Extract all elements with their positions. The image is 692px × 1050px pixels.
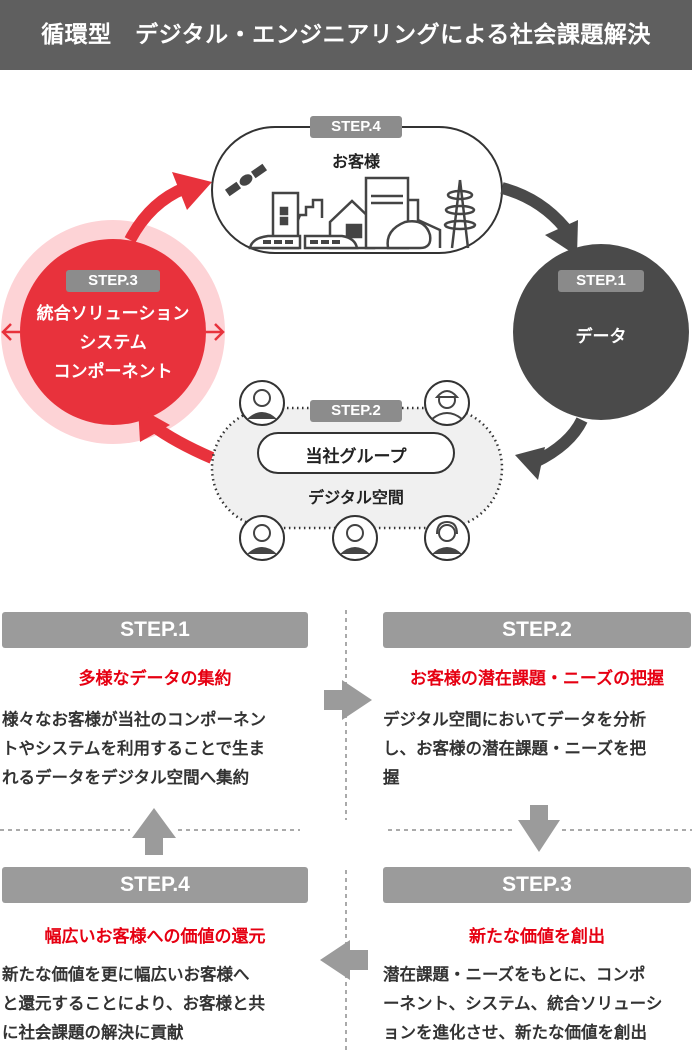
text-line: 様々なお客様が当社のコンポーネン [2, 710, 266, 729]
person-icon [332, 515, 378, 561]
text-line: れるデータをデジタル空間へ集約 [2, 768, 250, 787]
satellite-icon [224, 163, 268, 197]
text-line: デジタル空間においてデータを分析 [383, 710, 647, 729]
text-line: ーネント、システム、統合ソリューシ [383, 994, 663, 1013]
step-heading: STEP.4 [2, 867, 308, 903]
arrow-right-icon [324, 680, 372, 720]
step2-tag: STEP.2 [310, 400, 402, 422]
text-line: 新たな価値を更に幅広いお客様へ [2, 965, 250, 984]
group-label: 当社グループ [305, 447, 407, 467]
arrow-up-icon [132, 808, 176, 855]
city-skyline-icon [248, 176, 477, 250]
arrow-step4-to-step1 [500, 182, 570, 232]
step-description: 潜在課題・ニーズをもとに、コンポ ーネント、システム、統合ソリューシ ョンを進化… [383, 960, 692, 1047]
arrow-head-icon [515, 447, 545, 480]
arrow-head-icon [172, 172, 212, 210]
person-icon [239, 380, 285, 426]
operator-icon [424, 515, 470, 561]
text-line: と還元することにより、お客様と共 [2, 994, 266, 1013]
step3-label: 統合ソリューション システム コンポーネント [20, 300, 206, 387]
step-heading: STEP.3 [383, 867, 691, 903]
arrow-step3-to-step4 [124, 182, 188, 243]
text-line: 握 [383, 768, 400, 787]
step2-label: デジタル空間 [308, 488, 404, 507]
step3-line: システム [79, 333, 147, 353]
step-subtitle: お客様の潜在課題・ニーズの把握 [409, 669, 665, 689]
text-line: ョンを進化させ、新たな価値を創出 [383, 1023, 647, 1042]
step1-label: データ [575, 327, 627, 347]
arrow-left-icon [320, 940, 368, 980]
arrow-head-icon [545, 220, 578, 256]
step-subtitle: 多様なデータの集約 [78, 669, 232, 689]
person-icons [239, 380, 470, 561]
text-line: に社会課題の解決に貢献 [2, 1023, 184, 1042]
step-description: デジタル空間においてデータを分析 し、お客様の潜在課題・ニーズを把 握 [383, 705, 692, 792]
step3-line: 統合ソリューション [36, 304, 190, 324]
text-line: 潜在課題・ニーズをもとに、コンポ [383, 965, 646, 984]
step-heading: STEP.2 [383, 612, 691, 648]
page-title: 循環型 デジタル・エンジニアリングによる社会課題解決 [0, 0, 692, 70]
text-line: し、お客様の潜在課題・ニーズを把 [383, 739, 647, 758]
text-line: トやシステムを利用することで生ま [2, 739, 266, 758]
step-description: 様々なお客様が当社のコンポーネン トやシステムを利用することで生ま れるデータを… [2, 705, 322, 792]
person-icon [239, 515, 285, 561]
step-description: 新たな価値を更に幅広いお客様へ と還元することにより、お客様と共 に社会課題の解… [2, 960, 322, 1047]
step-subtitle: 幅広いお客様への価値の還元 [44, 927, 266, 947]
group-pill [257, 432, 455, 474]
step-heading: STEP.1 [2, 612, 308, 648]
arrow-head-icon [138, 407, 170, 442]
step1-tag: STEP.1 [558, 270, 644, 292]
bidirectional-arrow-icon [1, 323, 225, 341]
step1-circle [513, 244, 689, 420]
worker-icon [424, 380, 470, 426]
cycle-diagram: STEP.4 お客様 STEP.1 データ STEP.2 当社グループ デジタル… [0, 70, 692, 590]
step4-label: お客様 [331, 152, 380, 171]
step3-tag: STEP.3 [66, 270, 160, 292]
steps-connectors [0, 610, 692, 1050]
step4-tag: STEP.4 [310, 116, 402, 138]
step3-line: コンポーネント [53, 362, 173, 382]
step-subtitle: 新たな価値を創出 [469, 927, 605, 947]
arrow-down-icon [518, 805, 560, 852]
